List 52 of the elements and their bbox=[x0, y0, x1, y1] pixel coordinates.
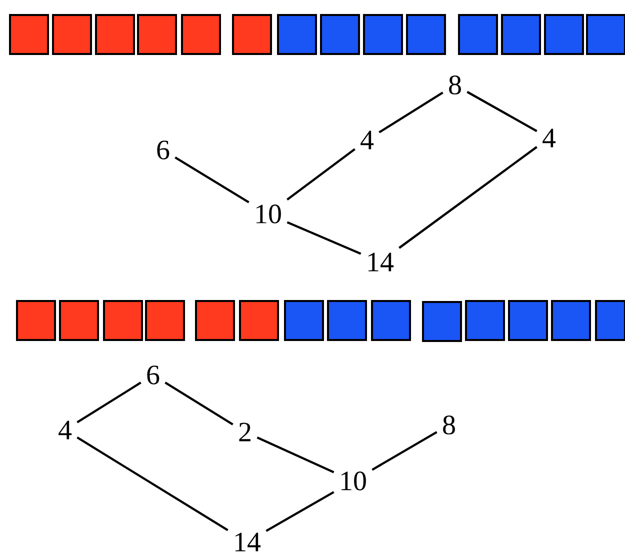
square-block bbox=[501, 14, 541, 55]
number-label: 14 bbox=[368, 252, 394, 272]
square-block bbox=[95, 14, 135, 55]
connector-line bbox=[76, 382, 142, 424]
connector-line bbox=[164, 382, 234, 426]
square-block bbox=[422, 300, 462, 342]
connector-line bbox=[398, 146, 538, 249]
square-block bbox=[181, 14, 221, 55]
square-block bbox=[195, 300, 235, 341]
number-label: 4 bbox=[360, 130, 374, 150]
number-label: 6 bbox=[147, 366, 160, 384]
square-block bbox=[16, 300, 56, 341]
number-label: 4 bbox=[58, 420, 72, 440]
square-block bbox=[232, 14, 272, 55]
connector-line bbox=[378, 92, 444, 134]
connector-line bbox=[266, 491, 334, 532]
square-block bbox=[52, 14, 92, 55]
number-label: 4 bbox=[542, 128, 556, 148]
square-block bbox=[508, 300, 548, 341]
square-block bbox=[9, 14, 49, 55]
square-block bbox=[137, 14, 177, 55]
connector-line bbox=[372, 431, 438, 471]
square-block bbox=[320, 14, 360, 55]
number-label: 2 bbox=[239, 422, 250, 442]
number-label: 10 bbox=[256, 204, 281, 224]
square-block bbox=[465, 300, 505, 341]
number-label: 14 bbox=[235, 532, 261, 552]
number-label: 8 bbox=[449, 76, 461, 94]
connector-line bbox=[286, 221, 362, 255]
square-block bbox=[327, 300, 367, 341]
connector-line bbox=[174, 156, 250, 204]
square-block bbox=[551, 300, 591, 341]
square-block bbox=[103, 300, 143, 341]
square-block bbox=[284, 300, 324, 341]
square-block bbox=[406, 14, 446, 55]
square-block bbox=[59, 300, 99, 341]
connector-line bbox=[466, 90, 538, 132]
square-block bbox=[277, 14, 317, 55]
square-block bbox=[371, 300, 411, 341]
number-label: 10 bbox=[341, 472, 366, 490]
number-label: 6 bbox=[157, 140, 170, 160]
number-label: 8 bbox=[443, 416, 455, 434]
square-block bbox=[145, 300, 185, 341]
square-block bbox=[363, 14, 403, 55]
square-block bbox=[239, 300, 279, 341]
connector-line bbox=[256, 436, 334, 474]
square-block bbox=[595, 300, 625, 341]
square-block bbox=[458, 14, 498, 55]
connector-line bbox=[76, 436, 228, 532]
square-block bbox=[586, 14, 625, 55]
connector-line bbox=[286, 148, 356, 201]
square-block bbox=[544, 14, 584, 55]
